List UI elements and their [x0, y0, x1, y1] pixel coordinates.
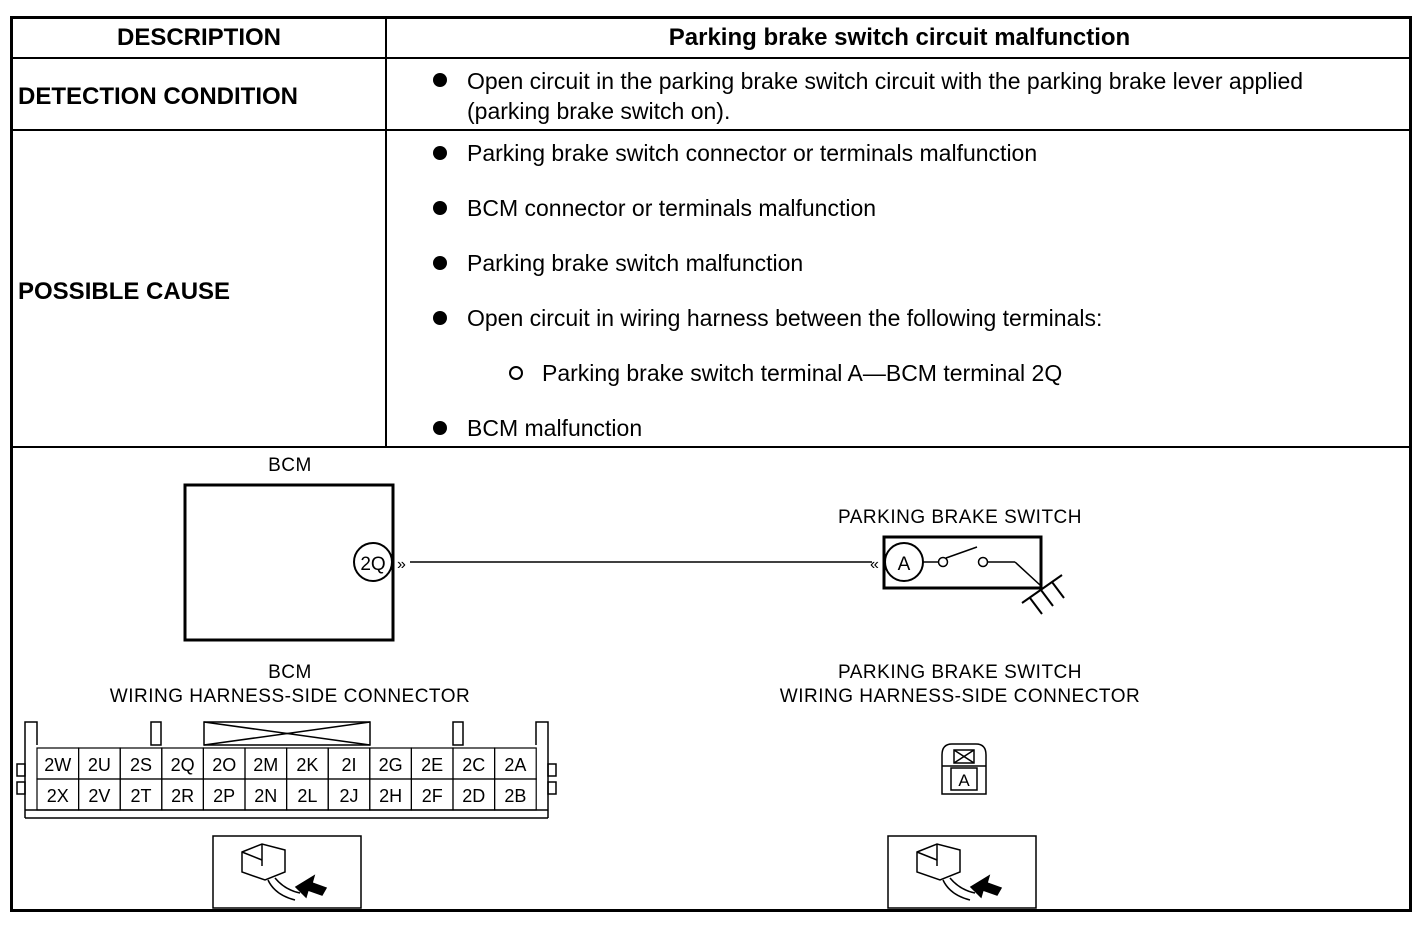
- column-divider: [385, 16, 387, 447]
- bullet: [433, 256, 447, 270]
- bcm-pin-label: 2N: [254, 786, 277, 806]
- bcm-pin-label: 2Q: [171, 755, 195, 775]
- bcm-terminal-label: 2Q: [360, 554, 385, 575]
- bcm-pin-label: 2J: [339, 786, 358, 806]
- switch-contact: [977, 556, 989, 568]
- cause-sub-item: Parking brake switch terminal A—BCM term…: [542, 360, 1063, 386]
- ground-icon: [1021, 574, 1065, 615]
- bcm-pin-label: 2V: [88, 786, 110, 806]
- bullet: [433, 146, 447, 160]
- bcm-pin-label: 2D: [462, 786, 485, 806]
- header-title: Parking brake switch circuit malfunction: [668, 24, 1131, 51]
- bcm-pin-label: 2F: [422, 786, 443, 806]
- bcm-pin-grid: 2W 2U 2S 2Q 2O 2M 2K 2I 2G 2E 2C 2A 2X 2V 2T 2R 2P 2N 2L 2J…: [36, 747, 537, 811]
- bcm-pin-label: 2S: [130, 755, 152, 775]
- bcm-pin-label: 2C: [462, 755, 485, 775]
- bcm-connector-subtitle: WIRING HARNESS-SIDE CONNECTOR: [109, 686, 471, 707]
- sub-bullet: [509, 366, 523, 380]
- switch-terminal-label: A: [898, 554, 911, 575]
- switch-contact: [937, 556, 949, 568]
- bcm-pin-label: 2P: [213, 786, 235, 806]
- detection-text-line2: (parking brake switch on).: [467, 98, 731, 124]
- switch-blade: [945, 546, 978, 559]
- bcm-pin-label: 2E: [421, 755, 443, 775]
- bcm-pin-label: 2M: [253, 755, 278, 775]
- divider: [10, 129, 1412, 131]
- divider: [10, 446, 1412, 448]
- bcm-pin-label: 2H: [379, 786, 402, 806]
- bcm-pin-cell: [494, 778, 537, 811]
- connector-view-icon: [212, 835, 362, 909]
- switch-box: [882, 535, 1043, 590]
- detection-text-line1: Open circuit in the parking brake switch…: [467, 68, 1304, 94]
- bcm-pin-label: 2B: [504, 786, 526, 806]
- bcm-pin-label: 2G: [379, 755, 403, 775]
- bullet: [433, 421, 447, 435]
- table-frame: [10, 16, 1412, 912]
- bcm-pin-label: 2R: [171, 786, 194, 806]
- bcm-label: BCM: [268, 455, 312, 476]
- bcm-pin-label: 2K: [296, 755, 318, 775]
- header-description: DESCRIPTION: [116, 24, 281, 51]
- cause-item: Open circuit in wiring harness between t…: [467, 305, 1103, 331]
- connector-view-icon: [887, 835, 1037, 909]
- bullet: [433, 73, 447, 87]
- bcm-pin-label: 2U: [88, 755, 111, 775]
- connector-mark: »: [397, 556, 406, 573]
- bullet: [433, 311, 447, 325]
- cause-item: BCM malfunction: [467, 415, 643, 441]
- bcm-connector-title: BCM: [268, 662, 312, 683]
- switch-connector-pin: A: [958, 771, 970, 790]
- bcm-pin-label: 2W: [44, 755, 71, 775]
- bullet: [433, 201, 447, 215]
- switch-connector: [941, 743, 987, 795]
- detection-condition-label: DETECTION CONDITION: [18, 83, 298, 110]
- cause-item: Parking brake switch malfunction: [467, 250, 804, 276]
- connector-mark: «: [870, 556, 879, 573]
- bcm-pin-label: 2A: [504, 755, 526, 775]
- bcm-pin-label: 2O: [212, 755, 236, 775]
- switch-connector-subtitle: WIRING HARNESS-SIDE CONNECTOR: [779, 686, 1141, 707]
- cause-item: BCM connector or terminals malfunction: [467, 195, 877, 221]
- bcm-pin-label: 2I: [341, 755, 356, 775]
- bcm-pin-label: 2T: [130, 786, 151, 806]
- switch-connector-title: PARKING BRAKE SWITCH: [837, 662, 1082, 683]
- bcm-pin-label: 2X: [47, 786, 69, 806]
- divider: [10, 57, 1412, 59]
- bcm-terminal-circle: [353, 542, 393, 582]
- switch-label: PARKING BRAKE SWITCH: [837, 507, 1082, 528]
- cause-item: Parking brake switch connector or termin…: [467, 140, 1038, 166]
- possible-cause-label: POSSIBLE CAUSE: [18, 278, 231, 305]
- bcm-pin-label: 2L: [297, 786, 317, 806]
- bcm-box: [183, 483, 395, 642]
